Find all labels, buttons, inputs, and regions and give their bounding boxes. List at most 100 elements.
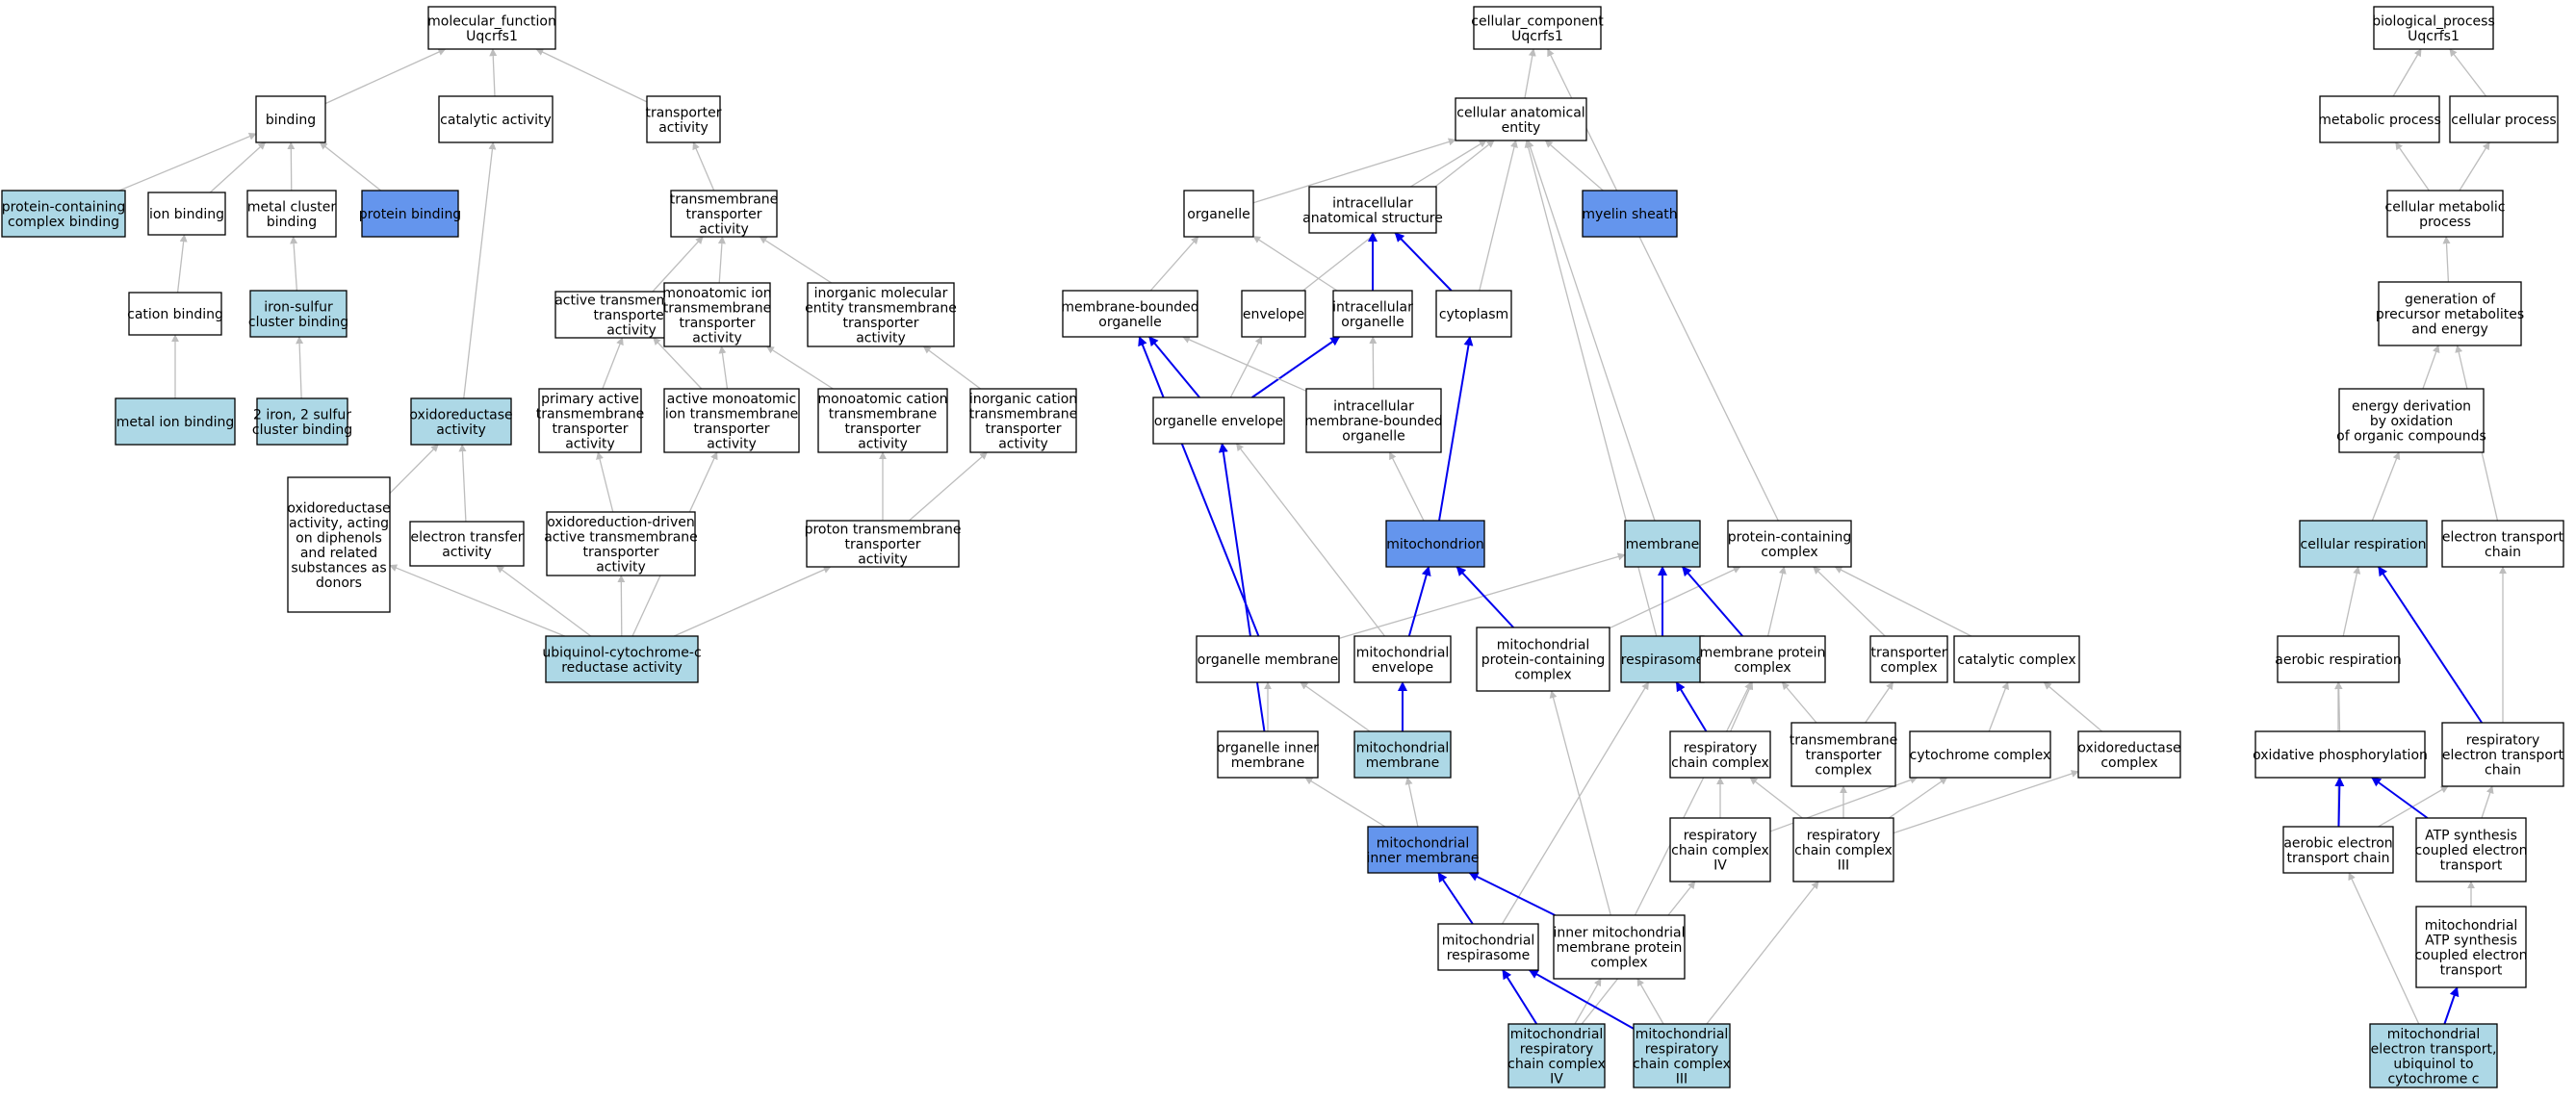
- edge-mresp-to-mim: [1438, 873, 1473, 924]
- term-label-line: oxidoreductase: [409, 407, 512, 422]
- term-node-binding[interactable]: binding: [256, 96, 325, 142]
- term-node-myelin[interactable]: myelin sheath: [1582, 191, 1677, 237]
- term-label-line: membrane: [1231, 755, 1305, 771]
- term-label-line: inner membrane: [1366, 851, 1479, 866]
- term-label-line: cluster binding: [252, 422, 352, 438]
- edge-cytc-to-catc: [1989, 682, 2008, 731]
- term-node-protb[interactable]: protein binding: [359, 191, 461, 237]
- term-node-miontma[interactable]: monoatomic iontransmembranetransporterac…: [662, 283, 771, 346]
- term-node-ionb[interactable]: ion binding: [148, 192, 225, 235]
- term-node-mito[interactable]: mitochondrion: [1386, 521, 1484, 567]
- term-label-line: activity: [692, 330, 742, 345]
- term-node-patmta[interactable]: primary activetransmembranetransporterac…: [536, 389, 645, 452]
- term-label-line: transporter: [593, 308, 669, 323]
- term-label-line: activity: [658, 120, 708, 136]
- term-label-line: electron transport: [2442, 529, 2564, 545]
- term-node-metab[interactable]: metabolic process: [2318, 96, 2441, 142]
- term-label-line: intracellular: [1332, 195, 1413, 211]
- term-node-mctma[interactable]: monoatomic cationtransmembranetransporte…: [817, 389, 947, 452]
- edge-uqcr-to-ptma: [674, 567, 831, 636]
- term-label-line: complex: [1734, 660, 1790, 676]
- term-node-envelope[interactable]: envelope: [1242, 291, 1305, 337]
- term-node-organelle[interactable]: organelle: [1184, 191, 1253, 237]
- term-node-cytoplasm[interactable]: cytoplasm: [1436, 291, 1511, 337]
- term-label-line: cytochrome complex: [1910, 748, 2051, 763]
- term-label-line: proton transmembrane: [805, 523, 962, 538]
- term-node-catc[interactable]: catalytic complex: [1954, 636, 2079, 682]
- term-node-ictma[interactable]: inorganic cationtransmembranetransporter…: [969, 389, 1078, 452]
- term-node-catalytic[interactable]: catalytic activity: [439, 96, 553, 142]
- term-label-line: inorganic cation: [969, 392, 1077, 407]
- edge-myelin-to-cae: [1545, 141, 1603, 191]
- term-label-line: chain complex: [1671, 755, 1769, 771]
- term-node-membrane[interactable]: membrane: [1625, 521, 1700, 567]
- edge-oxc-to-catc: [2044, 682, 2101, 731]
- edge-rcc3-to-cytc: [1889, 778, 1946, 818]
- term-node-oenv[interactable]: organelle envelope: [1153, 397, 1284, 444]
- edge-rcc3-to-oxc: [1893, 772, 2078, 833]
- term-label-line: transporter: [844, 537, 920, 552]
- term-label-line: iron-sulfur: [264, 299, 333, 315]
- term-node-cresp[interactable]: cellular respiration: [2300, 521, 2427, 567]
- term-node-cationb[interactable]: cation binding: [127, 293, 223, 335]
- term-label-line: transporter: [985, 422, 1061, 437]
- term-node-cellp[interactable]: cellular process: [2450, 96, 2558, 142]
- term-node-respirasome[interactable]: respirasome: [1621, 636, 1705, 682]
- term-node-mib[interactable]: metal ion binding: [116, 398, 235, 445]
- term-label-line: and energy: [2411, 322, 2488, 338]
- term-node-cytc[interactable]: cytochrome complex: [1910, 731, 2051, 778]
- term-node-aresp[interactable]: aerobic respiration: [2275, 636, 2401, 682]
- term-label-line: complex: [1590, 956, 1647, 971]
- term-node-omem[interactable]: organelle membrane: [1197, 636, 1339, 682]
- term-node-oxphos[interactable]: oxidative phosphorylation: [2253, 731, 2428, 778]
